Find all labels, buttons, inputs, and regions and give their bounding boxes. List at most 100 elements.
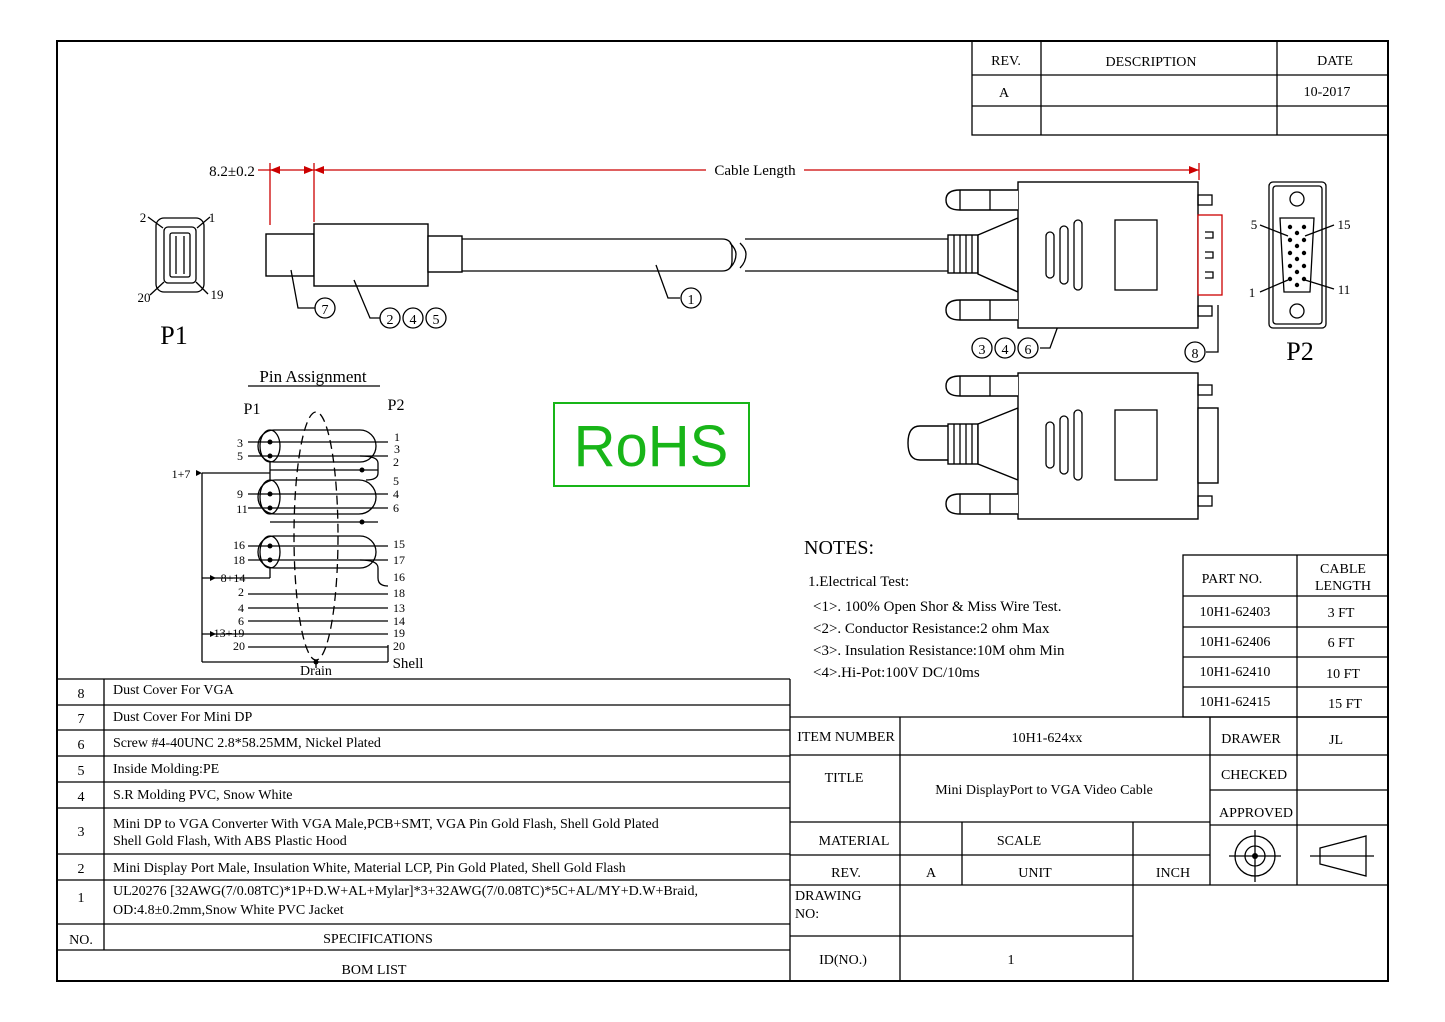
notes-line-3: <2>. Conductor Resistance:2 ohm Max (813, 621, 1050, 637)
drawer-label: DRAWER (1221, 732, 1281, 747)
bom-spec-1-line-1: UL20276 [32AWG(7/0.08TC)*1P+D.W+AL+Mylar… (113, 884, 698, 899)
pin-left-4: 4 (238, 601, 244, 615)
bom-spec-8: Dust Cover For VGA (113, 683, 235, 698)
part-row-1-part: 10H1-62403 (1200, 605, 1271, 620)
cable-length-header-2: LENGTH (1315, 579, 1371, 594)
pin-right-18: 18 (393, 586, 405, 600)
pin-right-6: 6 (393, 501, 399, 515)
notes-line-2: <1>. 100% Open Shor & Miss Wire Test. (813, 599, 1061, 615)
callout-8: 8 (1192, 347, 1199, 362)
callout-4: 4 (410, 313, 417, 328)
id-value: 1 (1008, 953, 1015, 968)
pin-right-19: 19 (393, 626, 405, 640)
p1-pin-2: 2 (140, 210, 147, 225)
vga-connector-bottom (907, 372, 1219, 520)
checked-label: CHECKED (1221, 768, 1287, 783)
pin-left-16: 16 (233, 538, 245, 552)
pin-p2-label: P2 (388, 397, 405, 414)
p1-pin-20: 20 (138, 290, 151, 305)
vga-connector-top (945, 181, 1223, 329)
bom-spec-5: Inside Molding:PE (113, 762, 219, 777)
rohs-mark: RoHS (553, 402, 750, 487)
id-label: ID(NO.) (819, 953, 867, 968)
drawing-no-label-1: DRAWING (795, 889, 862, 904)
pin-left-8-14: 8+14 (221, 571, 246, 585)
part-row-2-length: 6 FT (1328, 636, 1355, 651)
rohs-text: RoHS (574, 414, 729, 479)
drawer-value: JL (1329, 733, 1343, 748)
p1-label: P1 (160, 321, 187, 350)
pin-left-9: 9 (237, 487, 243, 501)
p1-pin-19: 19 (211, 287, 224, 302)
pin-right-14: 14 (393, 614, 405, 628)
notes-line-4: <3>. Insulation Resistance:10M ohm Min (813, 643, 1065, 659)
material-label: MATERIAL (819, 834, 890, 849)
shell-label: Shell (393, 656, 424, 672)
unit-value: INCH (1156, 866, 1190, 881)
callout-7: 7 (322, 303, 329, 318)
bom-no-2: 2 (78, 862, 85, 877)
p2-label: P2 (1286, 337, 1313, 366)
p1-pin-1: 1 (209, 210, 216, 225)
rev-value: A (999, 86, 1010, 101)
sheet-border (56, 40, 1389, 982)
description-header: DESCRIPTION (1105, 55, 1196, 70)
pin-assignment-title: Pin Assignment (259, 367, 366, 386)
bom-spec-2: Mini Display Port Male, Insulation White… (113, 861, 626, 876)
callout-6b: 6 (1025, 343, 1032, 358)
callout-4b: 4 (1002, 343, 1009, 358)
dim-plug-length: 8.2±0.2 (209, 164, 255, 180)
part-row-4-part: 10H1-62415 (1200, 695, 1271, 710)
bom-no-1: 1 (78, 891, 85, 906)
date-header: DATE (1317, 54, 1353, 69)
pin-left-20: 20 (233, 639, 245, 653)
bom-no-6: 6 (78, 738, 85, 753)
bom-spec-4: S.R Molding PVC, Snow White (113, 788, 292, 803)
mini-dp-plug (265, 223, 948, 287)
dim-cable-length: Cable Length (714, 163, 796, 179)
bom-spec-3-line-2: Shell Gold Flash, With ABS Plastic Hood (113, 834, 347, 849)
pin-left-2: 2 (238, 585, 244, 599)
bom-no-8: 8 (78, 687, 85, 702)
cable-length-header-1: CABLE (1320, 562, 1366, 577)
pin-p1-label: P1 (244, 401, 261, 418)
pin-left-18: 18 (233, 553, 245, 567)
bom-no-4: 4 (78, 790, 85, 805)
bom-no-5: 5 (78, 764, 85, 779)
pin-right-16: 16 (393, 570, 405, 584)
pin-right-15: 15 (393, 537, 405, 551)
pin-right-5: 5 (393, 474, 399, 488)
callout-3b: 3 (979, 343, 986, 358)
part-row-3-length: 10 FT (1326, 667, 1360, 682)
pin-assignment: Pin Assignment P1 P2 (172, 367, 424, 679)
drawing-no-label-2: NO: (795, 907, 819, 922)
notes: NOTES: 1.Electrical Test: <1>. 100% Open… (804, 537, 1065, 681)
pin-right-2: 2 (393, 455, 399, 469)
notes-line-1: 1.Electrical Test: (808, 574, 909, 590)
pin-right-4: 4 (393, 487, 399, 501)
revision-block: REV. DESCRIPTION DATE A 10-2017 (971, 40, 1389, 136)
scale-label: SCALE (997, 834, 1041, 849)
bom-table: 8 Dust Cover For VGA 7 Dust Cover For Mi… (57, 678, 791, 981)
callout-1: 1 (688, 293, 695, 308)
bom-spec-3-line-1: Mini DP to VGA Converter With VGA Male,P… (113, 817, 659, 832)
dimension-lines: 8.2±0.2 Cable Length (209, 160, 1200, 225)
p2-connector-face: 5 15 1 11 P2 (1249, 181, 1351, 366)
pin-left-13-19: 13+19 (214, 626, 245, 640)
date-value: 10-2017 (1304, 85, 1351, 100)
part-row-4-length: 15 FT (1328, 697, 1362, 712)
rev-label: REV. (831, 866, 861, 881)
projection-symbol-icon (1229, 830, 1374, 882)
p1-connector-face: 2 1 20 19 P1 (138, 210, 224, 350)
title-block: ITEM NUMBER 10H1-624xx DRAWER JL TITLE M… (790, 716, 1388, 981)
title-label: TITLE (825, 771, 864, 786)
item-number-value: 10H1-624xx (1012, 731, 1083, 746)
rev-header: REV. (991, 54, 1021, 69)
callout-5: 5 (433, 313, 440, 328)
pin-right-13: 13 (393, 601, 405, 615)
callouts: 7 2 4 5 1 3 4 6 8 (290, 264, 1219, 363)
pin-left-11: 11 (236, 502, 248, 516)
pin-left-1-7: 1+7 (172, 467, 191, 481)
title-value: Mini DisplayPort to VGA Video Cable (935, 783, 1153, 798)
